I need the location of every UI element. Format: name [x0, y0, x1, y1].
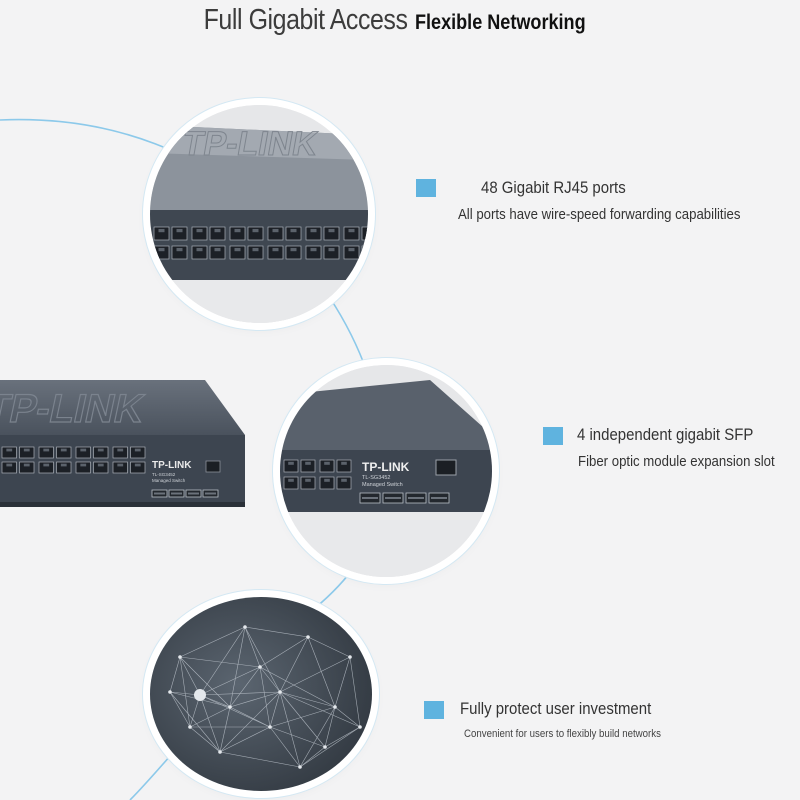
rj45-port: [153, 226, 170, 241]
sfp-closeup-image: TP-LINK TL-SG3452 Managed Switch: [280, 365, 492, 577]
network-node: [268, 725, 272, 729]
closeup-brand-label: TP-LINK: [362, 460, 410, 474]
rj45-port: [191, 245, 208, 260]
rj45-port: [247, 226, 264, 241]
switch-watermark-logo: TP-LINK: [0, 385, 149, 430]
network-node: [168, 690, 172, 694]
feature-title: 48 Gigabit RJ45 ports: [481, 178, 626, 197]
rj45-port: [300, 476, 316, 490]
rj45-port: [130, 446, 146, 459]
rj45-port: [191, 226, 208, 241]
rj45-port: [283, 476, 299, 490]
feature-subtitle: Convenient for users to flexibly build n…: [464, 728, 661, 740]
rj45-port: [319, 459, 335, 473]
switch-top-panel: [0, 380, 245, 435]
network-node: [358, 725, 362, 729]
rj45-port: [171, 245, 188, 260]
network-node: [243, 625, 247, 629]
network-node: [348, 655, 352, 659]
rj45-port: [130, 461, 146, 474]
rj45-port: [323, 245, 340, 260]
switch-device-image: TP-LINK TP-LINK TL-SG3452 Managed Switch: [0, 380, 245, 507]
feature-subtitle: All ports have wire-speed forwarding cap…: [458, 206, 741, 223]
page-subtitle: Flexible Networking: [414, 11, 586, 34]
rj45-port: [93, 446, 109, 459]
sfp-slot-closeup-group: [359, 492, 450, 504]
network-node: [228, 705, 232, 709]
rj45-port: [336, 476, 352, 490]
rj45-port: [300, 459, 316, 473]
rj45-port: [93, 461, 109, 474]
rj45-port: [19, 446, 35, 459]
rj45-port: [305, 226, 322, 241]
rj45-port: [343, 226, 360, 241]
network-node: [323, 745, 327, 749]
network-node: [306, 635, 310, 639]
feature-title: Fully protect user investment: [460, 699, 652, 718]
rj45-port: [336, 459, 352, 473]
sfp-closeup-circle: TP-LINK TL-SG3452 Managed Switch: [280, 365, 492, 577]
console-port: [205, 460, 221, 473]
network-node: [298, 765, 302, 769]
network-node: [258, 665, 262, 669]
closeup-watermark-logo: TP-LINK: [180, 125, 321, 163]
rj45-port: [56, 461, 72, 474]
rj45-port: [19, 461, 35, 474]
rj45-port: [75, 446, 91, 459]
ports-closeup-image: TP-LINK: [150, 105, 368, 323]
square-bullet-icon: [416, 179, 436, 197]
rj45-port: [1, 446, 17, 459]
rj45-port: [319, 476, 335, 490]
square-bullet-icon: [424, 701, 444, 719]
rj45-port: [56, 446, 72, 459]
rj45-port: [323, 226, 340, 241]
rj45-port-group: [1, 446, 146, 474]
feature-title: 4 independent gigabit SFP: [577, 425, 754, 444]
feature-subtitle: Fiber optic module expansion slot: [578, 453, 775, 470]
rj45-port: [361, 226, 368, 241]
network-node: [333, 705, 337, 709]
page-header: Full Gigabit Access Flexible Networking: [0, 4, 800, 37]
rj45-port: [229, 245, 246, 260]
rj45-port: [75, 461, 91, 474]
rj45-port: [267, 226, 284, 241]
rj45-port: [209, 245, 226, 260]
rj45-port: [343, 245, 360, 260]
sfp-slot-group: [151, 489, 219, 498]
rj45-port: [38, 446, 54, 459]
closeup-model-label: TL-SG3452: [362, 475, 390, 481]
rj45-port: [229, 226, 246, 241]
network-node: [178, 655, 182, 659]
network-node: [188, 725, 192, 729]
switch-model-label: TL-SG3452: [152, 472, 176, 477]
network-illustration-circle: [150, 597, 372, 791]
network-node: [278, 690, 282, 694]
rj45-port: [171, 226, 188, 241]
page-title: Full Gigabit Access: [203, 4, 408, 36]
rj45-port: [305, 245, 322, 260]
network-mesh-image: [150, 597, 372, 791]
rj45-port: [283, 459, 299, 473]
rj45-port: [285, 245, 302, 260]
rj45-port: [209, 226, 226, 241]
square-bullet-icon: [543, 427, 563, 445]
closeup-console-port: [435, 459, 457, 476]
rj45-port-closeup-group: [283, 459, 352, 490]
rj45-port: [112, 446, 128, 459]
rj45-port: [267, 245, 284, 260]
ports-closeup-circle: TP-LINK: [150, 105, 368, 323]
rj45-port: [1, 461, 17, 474]
closeup-description-label: Managed Switch: [362, 482, 403, 488]
rj45-port: [112, 461, 128, 474]
network-node: [218, 750, 222, 754]
switch-brand-label: TP-LINK: [152, 460, 192, 471]
rj45-port: [38, 461, 54, 474]
network-node: [194, 689, 206, 701]
switch-description-label: Managed Switch: [152, 478, 186, 483]
rj45-port: [285, 226, 302, 241]
rj45-port: [247, 245, 264, 260]
